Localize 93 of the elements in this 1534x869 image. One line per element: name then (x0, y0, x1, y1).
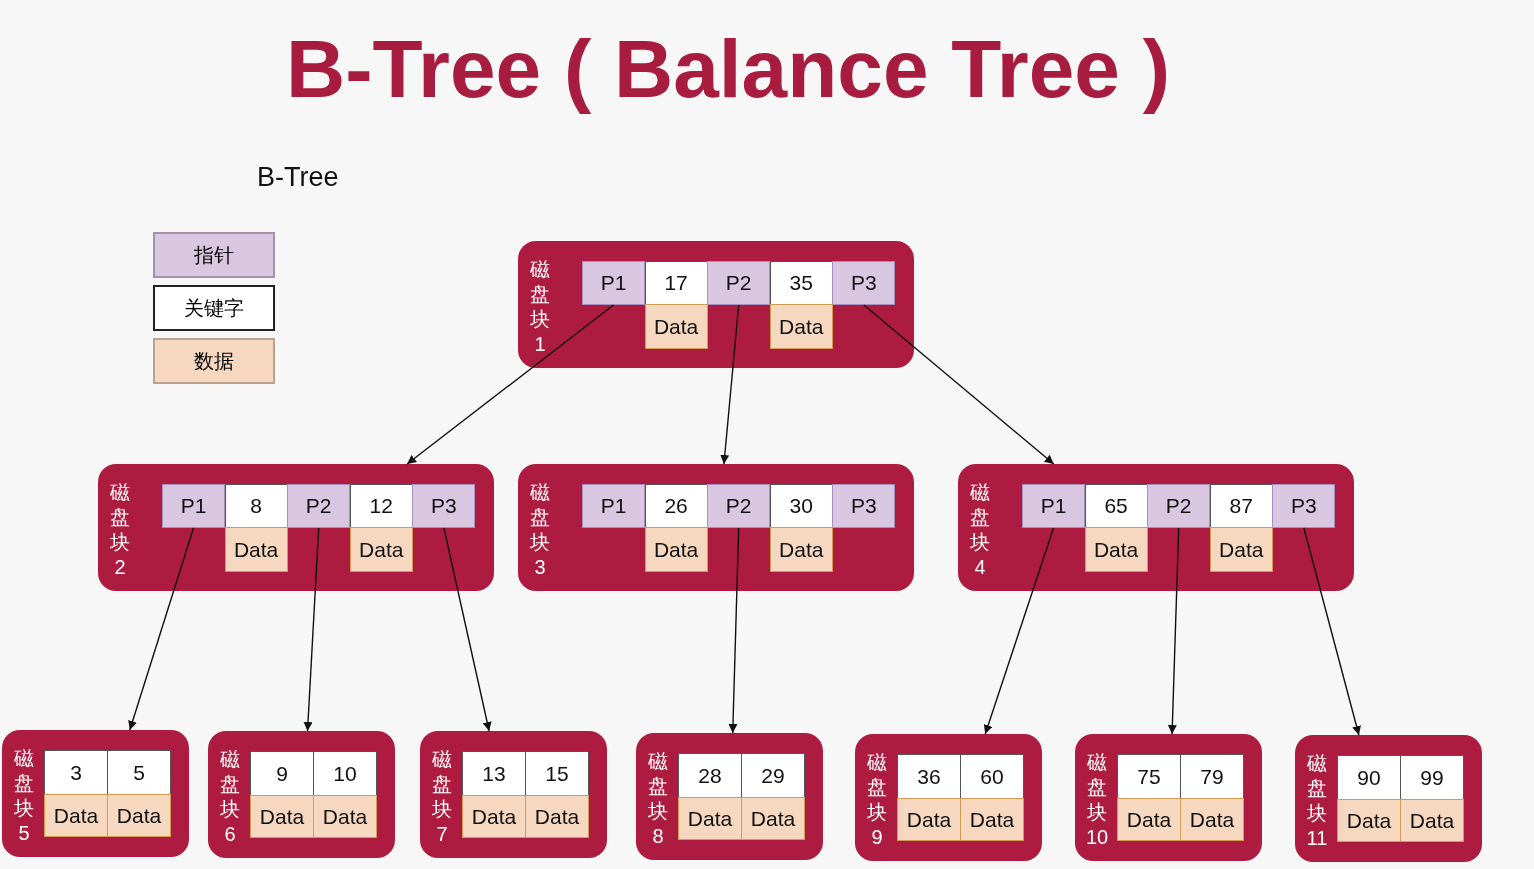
key-cell: 12 (349, 484, 413, 528)
data-cell: Data (1400, 799, 1464, 842)
block-label: 磁盘块2 (109, 480, 131, 580)
key-cell: 8 (224, 484, 288, 528)
disk-block (1075, 734, 1262, 861)
key-cell: 90 (1337, 755, 1401, 800)
data-cell: Data (644, 527, 708, 572)
data-cell: Data (769, 527, 833, 572)
disk-block (958, 464, 1354, 591)
block-label: 磁盘块7 (431, 747, 453, 847)
disk-block (855, 734, 1042, 861)
data-cell: Data (741, 797, 805, 840)
title: B-Tree ( Balance Tree ) (284, 22, 1172, 116)
block-label: 磁盘块4 (969, 480, 991, 580)
pointer-cell: P3 (832, 261, 896, 305)
arrow (406, 304, 615, 465)
data-cell: Data (960, 798, 1024, 841)
key-cell: 17 (644, 261, 708, 305)
data-cell: Data (1337, 799, 1401, 842)
legend-key: 关键字 (153, 285, 275, 331)
arrow (728, 527, 740, 734)
key-cell: 13 (462, 751, 526, 796)
data-cell: Data (44, 794, 108, 837)
arrow (720, 304, 740, 465)
block-label: 磁盘块10 (1085, 750, 1109, 850)
key-cell: 35 (769, 261, 833, 305)
block-label: 磁盘块8 (647, 749, 669, 849)
key-cell: 29 (741, 753, 805, 798)
pointer-cell: P2 (707, 484, 771, 528)
data-cell: Data (1209, 527, 1273, 572)
data-cell: Data (107, 794, 171, 837)
block-label: 磁盘块6 (219, 747, 241, 847)
legend-key: 数据 (153, 338, 275, 384)
pointer-cell: P3 (832, 484, 896, 528)
arrow (863, 304, 1055, 465)
subtitle: B-Tree (257, 162, 339, 193)
data-cell: Data (525, 795, 589, 838)
disk-block (98, 464, 494, 591)
key-cell: 36 (897, 754, 961, 799)
key-cell: 3 (44, 750, 108, 795)
block-label: 磁盘块3 (529, 480, 551, 580)
arrow (1167, 527, 1180, 735)
data-cell: Data (250, 795, 314, 838)
pointer-cell: P1 (582, 484, 645, 528)
legend-key: 指针 (153, 232, 275, 278)
arrow (443, 527, 492, 732)
key-cell: 15 (525, 751, 589, 796)
pointer-cell: P3 (1272, 484, 1336, 528)
pointer-cell: P2 (707, 261, 771, 305)
disk-block (518, 241, 914, 368)
arrow (983, 527, 1055, 735)
pointer-cell: P1 (162, 484, 225, 528)
data-cell: Data (313, 795, 377, 838)
data-cell: Data (1084, 527, 1148, 572)
block-label: 磁盘块9 (866, 750, 888, 850)
arrow (1303, 527, 1361, 736)
pointer-cell: P2 (1147, 484, 1211, 528)
disk-block (420, 731, 607, 858)
disk-block (636, 733, 823, 860)
disk-block (518, 464, 914, 591)
key-cell: 79 (1180, 754, 1244, 799)
disk-block (208, 731, 395, 858)
data-cell: Data (349, 527, 413, 572)
disk-block (2, 730, 189, 857)
key-cell: 28 (678, 753, 742, 798)
pointer-cell: P3 (412, 484, 476, 528)
pointer-cell: P1 (1022, 484, 1085, 528)
pointer-cell: P1 (582, 261, 645, 305)
data-cell: Data (769, 304, 833, 349)
data-cell: Data (897, 798, 961, 841)
block-label: 磁盘块11 (1305, 751, 1329, 851)
data-cell: Data (1117, 798, 1181, 841)
data-cell: Data (1180, 798, 1244, 841)
key-cell: 26 (644, 484, 708, 528)
data-cell: Data (678, 797, 742, 840)
data-cell: Data (644, 304, 708, 349)
block-label: 磁盘块1 (529, 257, 551, 357)
data-cell: Data (462, 795, 526, 838)
disk-block (1295, 735, 1482, 862)
block-label: 磁盘块5 (13, 746, 35, 846)
data-cell: Data (224, 527, 288, 572)
key-cell: 30 (769, 484, 833, 528)
key-cell: 10 (313, 751, 377, 796)
key-cell: 75 (1117, 754, 1181, 799)
key-cell: 87 (1209, 484, 1273, 528)
key-cell: 65 (1084, 484, 1148, 528)
key-cell: 9 (250, 751, 314, 796)
key-cell: 60 (960, 754, 1024, 799)
arrow (303, 527, 320, 732)
key-cell: 5 (107, 750, 171, 795)
arrow (128, 527, 195, 731)
pointer-cell: P2 (287, 484, 351, 528)
key-cell: 99 (1400, 755, 1464, 800)
